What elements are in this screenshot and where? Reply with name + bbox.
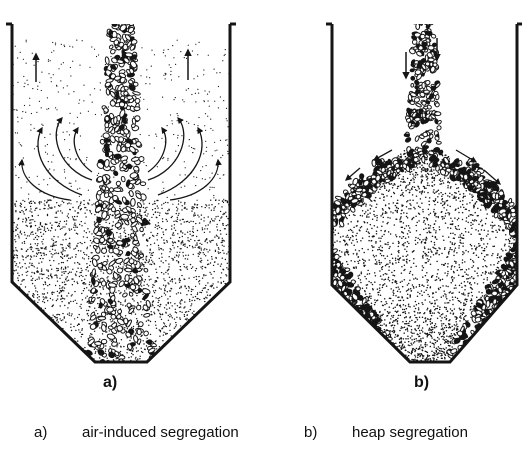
caption-a: a)air-induced segregation (34, 424, 239, 441)
silo-a (6, 15, 236, 367)
panel-a-label: a) (103, 374, 117, 392)
silo-b-particles (303, 3, 522, 364)
caption-b-letter: b) (304, 424, 352, 441)
caption-b-text: heap segregation (352, 424, 468, 441)
silo-b (303, 3, 522, 364)
caption-a-letter: a) (34, 424, 82, 441)
panel-b-label: b) (414, 374, 429, 392)
caption-a-text: air-induced segregation (82, 424, 239, 441)
caption-b: b)heap segregation (304, 424, 468, 441)
